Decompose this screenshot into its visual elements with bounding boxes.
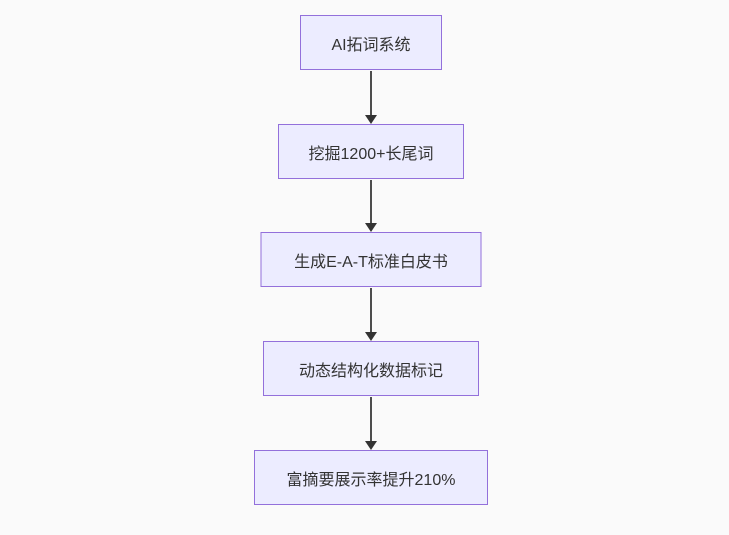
edge-line (370, 180, 372, 225)
flow-node-rich-snippet-result: 富摘要展示率提升210% (254, 450, 488, 505)
node-label: 生成E-A-T标准白皮书 (294, 253, 448, 271)
edge-line (370, 288, 372, 334)
flow-node-structured-data: 动态结构化数据标记 (263, 341, 479, 396)
node-label: 挖掘1200+长尾词 (308, 145, 434, 163)
edge-line (370, 397, 372, 443)
flow-node-longtail-mining: 挖掘1200+长尾词 (278, 124, 464, 179)
arrowhead-icon (365, 441, 377, 450)
arrowhead-icon (365, 115, 377, 124)
flow-node-ai-expansion: AI拓词系统 (300, 15, 442, 70)
arrowhead-icon (365, 332, 377, 341)
edge-line (370, 71, 372, 117)
node-label: 富摘要展示率提升210% (286, 471, 456, 489)
flow-node-eat-whitepaper: 生成E-A-T标准白皮书 (260, 232, 482, 287)
flow-edge-2 (364, 180, 378, 232)
flow-edge-4 (364, 397, 378, 450)
node-label: 动态结构化数据标记 (298, 362, 443, 380)
flow-edge-1 (364, 71, 378, 124)
node-label: AI拓词系统 (331, 36, 411, 54)
flow-edge-3 (364, 288, 378, 341)
arrowhead-icon (365, 223, 377, 232)
